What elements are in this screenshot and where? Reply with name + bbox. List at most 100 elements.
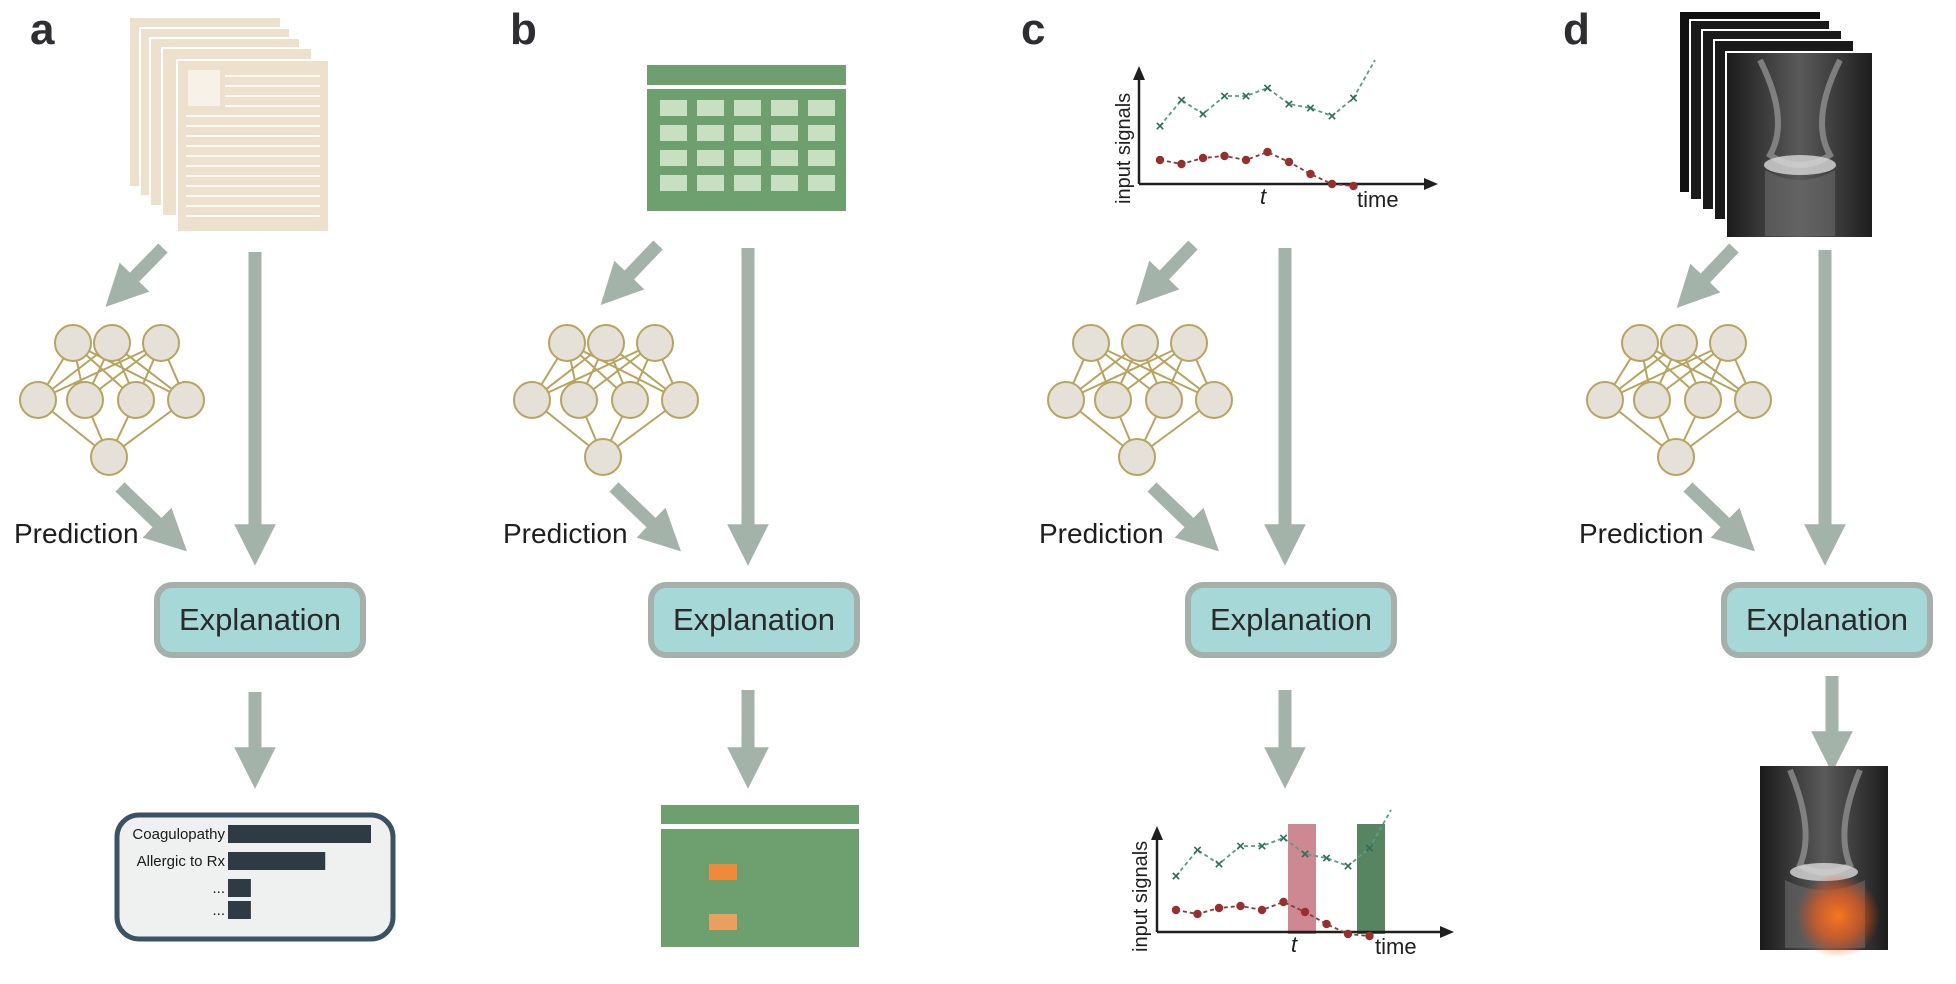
panel-b-arrow-to-network — [600, 240, 663, 306]
panel-d-network-icon — [1586, 324, 1772, 476]
feature-bar-label: Coagulopathy — [132, 826, 225, 843]
series-marker-x: × — [1220, 88, 1229, 105]
table-cell — [808, 125, 835, 141]
feature-bar — [228, 825, 371, 843]
series-marker-x: × — [1279, 830, 1288, 847]
series-marker-dot — [1198, 153, 1208, 163]
panel-b-explanation-box: Explanation — [648, 582, 860, 658]
table-cell — [808, 175, 835, 191]
series-marker-x: × — [1236, 838, 1245, 855]
panel-a-network-icon — [19, 324, 205, 476]
series-marker-dot — [1349, 181, 1358, 191]
series-marker-dot — [1193, 909, 1202, 919]
panel-c-output-timeseries: ×××××××××× input signals t time — [1130, 809, 1454, 959]
series-marker-x: × — [1258, 838, 1267, 855]
series-marker-dot — [1306, 169, 1315, 179]
series-marker-x: × — [1199, 106, 1208, 123]
series-marker-x: × — [1215, 856, 1224, 873]
series-marker-x: × — [1156, 118, 1165, 135]
series-marker-x: × — [1306, 100, 1315, 117]
panel-d-arrow-prediction — [1683, 482, 1755, 552]
series-marker-x: × — [1344, 858, 1353, 875]
panel-c-explanation-box: Explanation — [1185, 582, 1397, 658]
table-cell — [660, 150, 687, 166]
series-marker-dot — [1322, 919, 1331, 929]
series-marker-dot — [1300, 907, 1310, 917]
panel-c-highlight-red — [1288, 824, 1316, 934]
series-marker-dot — [1327, 179, 1337, 189]
panel-c-xlabel-bottom: time — [1375, 934, 1417, 959]
series-marker-x: × — [1285, 96, 1294, 113]
panel-b-highlight-cell-2 — [709, 914, 737, 930]
panel-a-prediction-label: Prediction — [14, 518, 139, 549]
panel-b-prediction-label: Prediction — [503, 518, 628, 549]
panel-letter-d: d — [1563, 5, 1590, 54]
feature-bar — [228, 852, 326, 870]
series-marker-x: × — [1263, 80, 1272, 97]
panel-c-xlabel-top: time — [1357, 187, 1399, 212]
table-cell — [660, 125, 687, 141]
panel-c-ylabel-top: input signals — [1113, 93, 1135, 204]
series-marker-dot — [1279, 897, 1288, 907]
series-marker-x: × — [1349, 90, 1358, 107]
panel-a-explanation-box: Explanation — [154, 582, 366, 658]
series-marker-dot — [1177, 159, 1186, 169]
table-cell — [697, 150, 724, 166]
table-cell — [734, 175, 761, 191]
panel-b-network-icon — [513, 324, 699, 476]
table-cell — [771, 100, 798, 116]
series-marker-dot — [1257, 905, 1267, 915]
series-marker-dot — [1365, 931, 1374, 941]
series-marker-dot — [1241, 155, 1251, 165]
panel-c-t-label-top: t — [1260, 184, 1267, 209]
table-cell — [734, 125, 761, 141]
series-marker-x: × — [1365, 840, 1374, 857]
series-marker-dot — [1263, 147, 1272, 157]
table-cell — [771, 175, 798, 191]
panel-b-arrow-prediction — [609, 482, 681, 552]
panel-letter-a: a — [30, 5, 55, 54]
panel-d-explanation-box: Explanation — [1721, 582, 1933, 658]
feature-bar — [228, 901, 251, 919]
table-cell — [697, 100, 724, 116]
feature-bar-label: Allergic to Rx — [137, 853, 226, 870]
feature-bar-label: ... — [212, 880, 225, 897]
panel-letter-c: c — [1021, 5, 1046, 54]
table-cell — [697, 125, 724, 141]
panel-d-prediction-label: Prediction — [1579, 518, 1704, 549]
panel-b-highlight-cell-1 — [709, 864, 737, 880]
series-marker-x: × — [1301, 846, 1310, 863]
table-cell — [734, 150, 761, 166]
panel-d-mri-heatmap — [1760, 766, 1888, 958]
series-marker-dot — [1171, 905, 1181, 915]
panel-a-documents-icon — [130, 18, 330, 233]
feature-bar — [228, 879, 251, 897]
panel-d-arrow-to-network — [1676, 243, 1739, 309]
table-cell — [660, 100, 687, 116]
table-cell — [771, 125, 798, 141]
panel-c-arrow-to-network — [1135, 240, 1198, 306]
feature-bar-label: ... — [212, 902, 225, 919]
series-marker-dot — [1284, 157, 1294, 167]
table-cell — [660, 175, 687, 191]
series-marker-x: × — [1177, 92, 1186, 109]
panel-c-t-label-bottom: t — [1291, 932, 1298, 957]
series-marker-dot — [1343, 929, 1353, 939]
panel-c-highlight-green — [1357, 824, 1385, 934]
panel-a-arrow-to-network — [105, 243, 168, 307]
series-marker-x: × — [1172, 868, 1181, 885]
series-marker-dot — [1236, 901, 1245, 911]
table-cell — [771, 150, 798, 166]
table-cell — [808, 100, 835, 116]
series-marker-x: × — [1328, 108, 1337, 125]
panel-c-network-icon — [1047, 324, 1233, 476]
panel-b-output-table — [661, 805, 859, 947]
panel-c-arrow-prediction — [1147, 482, 1219, 552]
table-cell — [808, 150, 835, 166]
series-marker-x: × — [1322, 850, 1331, 867]
series-marker-dot — [1220, 151, 1229, 161]
panel-c-prediction-label: Prediction — [1039, 518, 1164, 549]
